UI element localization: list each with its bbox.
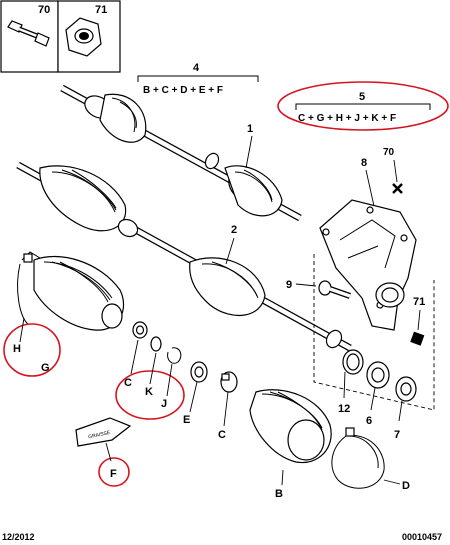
- kit-4-group: 4 B + C + D + E + F: [137, 62, 259, 96]
- highlight-circle-kit-5: [277, 81, 449, 131]
- clamp-h: [17, 263, 29, 325]
- boot-b: [249, 389, 332, 464]
- bolt-9: [318, 280, 351, 299]
- highlight-circle-k-j: [115, 370, 185, 420]
- inset-box-71: 71: [57, 0, 121, 73]
- boot-h: [33, 256, 125, 331]
- callout-bearing-7: 7: [394, 429, 400, 441]
- callout-bearing-6: 6: [366, 415, 372, 427]
- bearing-7: [395, 376, 417, 402]
- nut-71-icon: [410, 331, 425, 346]
- inset-70-label: 70: [38, 4, 50, 16]
- nut-icon: [65, 17, 102, 57]
- sachet-text: GRAISSE: [88, 430, 112, 441]
- kit-5-group: 5 C + G + H + J + K + F: [277, 81, 449, 131]
- grease-sachet-f: GRAISSE: [75, 417, 132, 447]
- callout-boot-b: B: [275, 488, 283, 500]
- highlight-circle-f: [98, 457, 130, 487]
- marker-70-cross-icon: [392, 183, 403, 194]
- clip-k: [150, 336, 162, 352]
- ring-12: [342, 349, 364, 375]
- callout-clip-c-inner: C: [124, 377, 132, 389]
- highlight-circle-h-g: [3, 323, 61, 377]
- callout-grease-g: G: [41, 362, 50, 374]
- callout-clip-e: E: [183, 414, 190, 426]
- clamp-d: [331, 427, 385, 489]
- callout-clip-c-outer: C: [218, 429, 226, 441]
- kit-4-contents: B + C + D + E + F: [143, 85, 223, 96]
- callout-sachet-f: F: [110, 468, 117, 480]
- callout-bolt-71: 71: [413, 296, 425, 308]
- callout-shaft-2: 2: [231, 224, 237, 236]
- clip-e: [190, 361, 208, 383]
- drive-shaft-2: [16, 161, 352, 352]
- callout-shaft-1: 1: [247, 123, 253, 135]
- kit-5-contents: C + G + H + J + K + F: [298, 113, 396, 124]
- drive-shaft-1: [60, 84, 302, 222]
- callout-ring-12: 12: [338, 403, 350, 415]
- clip-c-inner: [132, 321, 148, 339]
- circlip-j: [167, 347, 182, 364]
- callout-bracket-8: 8: [361, 157, 367, 169]
- callout-boot-h: H: [13, 343, 21, 355]
- bracket-8: [319, 199, 417, 331]
- kit-5-label: 5: [359, 91, 365, 103]
- callout-bolt-9: 9: [286, 279, 292, 291]
- inset-box-70: 70: [0, 0, 59, 73]
- footer-code: 00010457: [402, 532, 442, 542]
- callout-marker-70: 70: [383, 147, 395, 158]
- bolt-icon: [7, 20, 50, 47]
- callout-clip-k: K: [145, 386, 153, 398]
- clip-c-outer: [220, 371, 238, 393]
- kit-4-label: 4: [193, 62, 200, 74]
- callout-clamp-d: D: [402, 480, 410, 492]
- footer-date: 12/2012: [2, 532, 35, 542]
- inset-71-label: 71: [95, 4, 107, 16]
- bearing-6: [366, 361, 390, 389]
- callout-circlip-j: J: [161, 398, 167, 410]
